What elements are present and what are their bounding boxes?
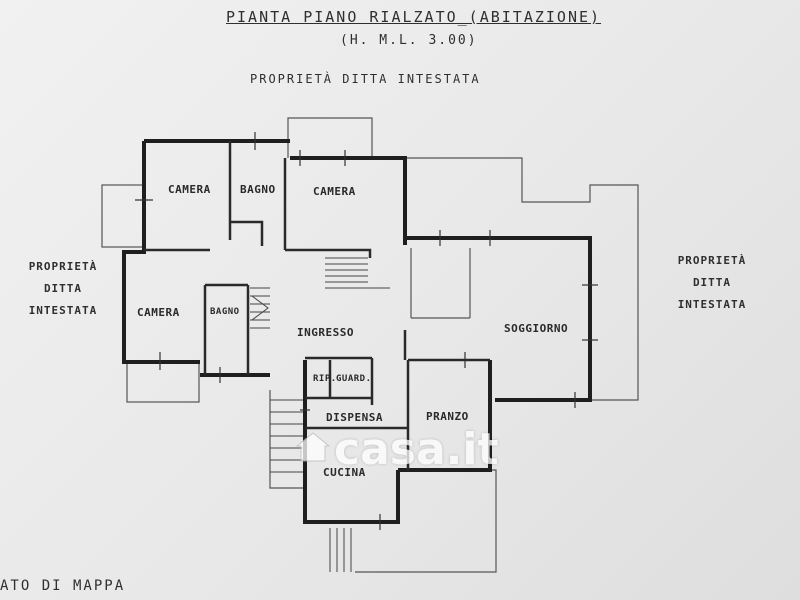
left-property-label: PROPRIETÀ DITTA INTESTATA [18,256,108,322]
room-dispensa: DISPENSA [326,411,383,424]
outline-lines [101,117,639,573]
right-property-line-1: PROPRIETÀ [677,254,747,267]
steps-side-outline [269,390,305,489]
house-watermark-icon [295,432,331,462]
wall-camera2-bottom [285,248,372,258]
room-guardaroba: GUARD. [336,374,372,384]
right-property-line-2: DITTA [692,276,732,289]
room-bagno-1: BAGNO [240,183,276,196]
room-ripostiglio: RIP. [313,374,337,384]
plan-title: PIANTA PIANO RIALZATO_(ABITAZIONE) [226,8,602,26]
top-property-label: PROPRIETÀ DITTA INTESTATA [250,72,481,86]
wall-top-right [290,156,407,245]
room-camera-2: CAMERA [313,185,356,198]
right-property-label: PROPRIETÀ DITTA INTESTATA [664,250,760,316]
wall-pranzo [398,360,492,472]
room-cucina: CUCINA [323,466,366,479]
room-soggiorno: SOGGIORNO [504,322,569,335]
interior-walls [144,141,490,470]
right-property-line-3: INTESTATA [677,298,747,311]
wall-bagno1-bottom [230,220,264,246]
room-bagno-2: BAGNO [210,307,240,317]
left-property-line-3: INTESTATA [28,304,98,317]
stairs-group [250,257,390,572]
room-ingresso: INGRESSO [297,326,354,339]
left-property-line-1: PROPRIETÀ [28,260,98,273]
bottom-left-balcony-outline [126,361,200,403]
left-property-line-2: DITTA [43,282,83,295]
left-balcony-outline [101,184,145,248]
footer-text: ATO DI MAPPA [0,578,126,594]
room-camera-3: CAMERA [137,306,180,319]
wall-soggiorno [405,236,592,402]
window-markers [135,132,598,530]
right-terrace-outline [405,157,639,401]
room-pranzo: PRANZO [426,410,469,423]
top-balcony-outline [287,117,373,158]
watermark-logo: casa.it [334,424,499,475]
room-camera-1: CAMERA [168,183,211,196]
wall-left [122,141,200,364]
plan-subtitle: (H. M.L. 3.00) [340,33,478,48]
